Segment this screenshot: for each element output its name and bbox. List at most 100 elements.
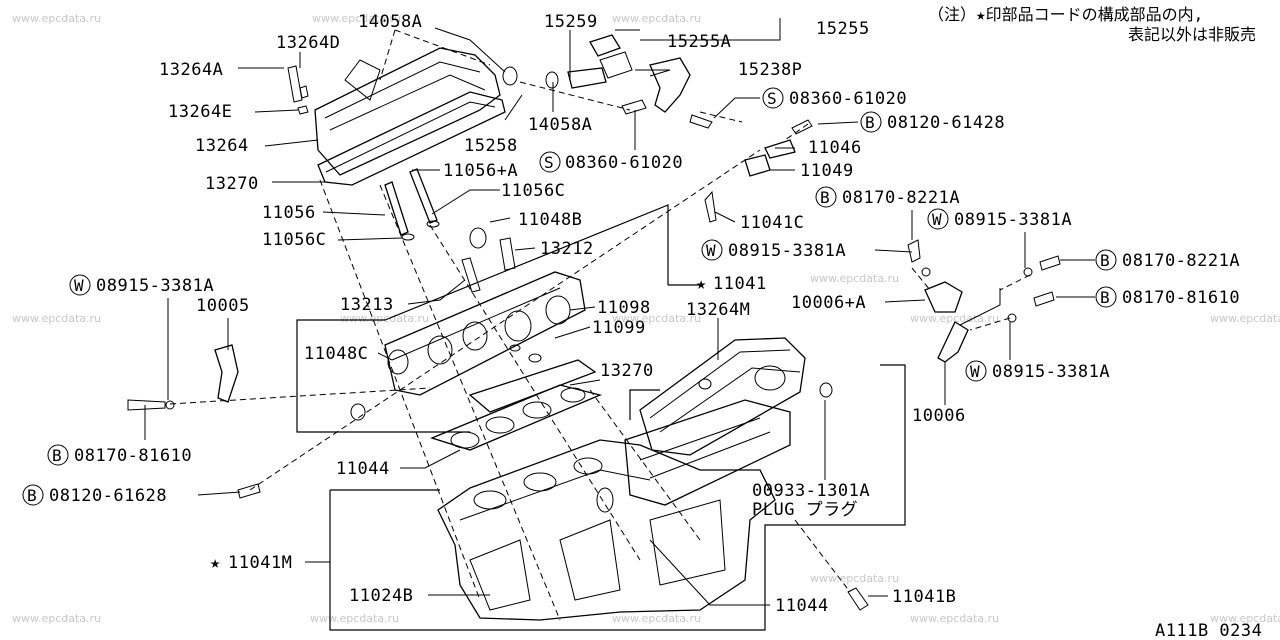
- box-11041: [296, 204, 669, 433]
- part-labels: 14058A 15259 15255 15255A 13264D 13264A …: [49, 12, 1240, 616]
- marker-b: [1095, 286, 1117, 308]
- label-11044-left: 11044: [336, 459, 390, 479]
- bracket-10005: [214, 344, 239, 403]
- label-11098: 11098: [597, 298, 651, 318]
- marker-b: [47, 444, 69, 466]
- label-08170-8221a-right: 08170-8221A: [1122, 251, 1240, 271]
- label-11044-bottom: 11044: [775, 596, 829, 616]
- label-10006a: 10006+A: [791, 293, 866, 313]
- label-11041c: 11041C: [740, 213, 804, 233]
- label-08170-8221a-top: 08170-8221A: [842, 188, 960, 208]
- label-15259: 15259: [544, 12, 598, 32]
- marker-b: [1095, 249, 1117, 271]
- marker-w-glyph: W: [706, 241, 716, 260]
- star-icon: ★: [696, 274, 707, 294]
- box-11041m: [329, 364, 906, 631]
- watermark: www.epcdata.ru: [612, 312, 701, 325]
- label-08360-61020-mid: 08360-61020: [565, 153, 683, 173]
- label-14058a-bottom: 14058A: [528, 115, 592, 135]
- diagram-code: A111B 0234: [1155, 621, 1262, 640]
- label-11099: 11099: [592, 318, 646, 338]
- label-08915-3381a-top: 08915-3381A: [954, 210, 1072, 230]
- label-11048b: 11048B: [518, 210, 582, 230]
- marker-b-glyph: B: [27, 486, 37, 505]
- label-15258: 15258: [464, 136, 518, 156]
- label-11056c: 11056C: [501, 181, 565, 201]
- marker-w-glyph: W: [74, 276, 84, 295]
- label-08915-3381a-left: 08915-3381A: [96, 276, 214, 296]
- label-08120-61428: 08120-61428: [887, 113, 1005, 133]
- label-13270-mid: 13270: [600, 361, 654, 381]
- watermark-layer: www.epcdata.ru www.epcdata.ru www.epcdat…: [12, 12, 1280, 625]
- label-11041: 11041: [713, 274, 767, 294]
- marker-w: [927, 208, 949, 230]
- label-14058a: 14058A: [358, 12, 422, 32]
- head-gasket-upper: [468, 359, 597, 413]
- marker-w: [965, 360, 987, 382]
- label-13264: 13264: [195, 136, 249, 156]
- label-08120-61628: 08120-61628: [49, 486, 167, 506]
- watermark: www.epcdata.ru: [312, 12, 401, 25]
- watermark: www.epcdata.ru: [1210, 312, 1280, 325]
- label-13212: 13212: [540, 239, 594, 259]
- bolt: [127, 399, 166, 411]
- label-13264m: 13264M: [686, 300, 750, 320]
- label-11056a: 11056+A: [443, 161, 518, 181]
- watermark: www.epcdata.ru: [910, 612, 999, 625]
- label-00933-1301a: 00933-1301A: [752, 481, 870, 501]
- watermark: www.epcdata.ru: [340, 312, 429, 325]
- note-line-2: 表記以外は非販売: [1128, 25, 1256, 44]
- alignment-lines: [169, 29, 1031, 621]
- label-08360-61020-top: 08360-61020: [789, 89, 907, 109]
- marker-b-glyph: B: [1100, 288, 1110, 307]
- label-11041b: 11041B: [892, 587, 956, 607]
- head-bolt: [384, 181, 409, 236]
- marker-b-glyph: B: [1100, 251, 1110, 270]
- bracket-10006: [937, 321, 969, 363]
- head-gasket-lower: [430, 384, 603, 451]
- watermark: www.epcdata.ru: [612, 612, 701, 625]
- leader-lines: [144, 18, 1095, 606]
- label-13264d: 13264D: [276, 33, 340, 53]
- group-boxes: [296, 204, 906, 631]
- marker-s-glyph: S: [544, 153, 554, 172]
- label-11049: 11049: [800, 161, 854, 181]
- label-15238p: 15238P: [738, 60, 802, 80]
- marker-w: [69, 274, 91, 296]
- label-11048c: 11048C: [304, 344, 368, 364]
- marker-b-glyph: B: [820, 188, 830, 207]
- marker-b: [815, 186, 837, 208]
- label-08170-81610-right: 08170-81610: [1122, 288, 1240, 308]
- label-10005: 10005: [196, 296, 250, 316]
- watermark: www.epcdata.ru: [810, 572, 899, 585]
- cap-11046: [764, 139, 796, 159]
- marker-b-glyph: B: [865, 113, 875, 132]
- watermark: www.epcdata.ru: [12, 12, 101, 25]
- watermark: www.epcdata.ru: [910, 312, 999, 325]
- label-plug: PLUG プラグ: [752, 500, 858, 520]
- label-13264e: 13264E: [168, 102, 232, 122]
- label-11046: 11046: [808, 138, 862, 158]
- bracket-15238p: [649, 57, 691, 113]
- marker-b-glyph: B: [52, 446, 62, 465]
- watermark: www.epcdata.ru: [12, 312, 101, 325]
- label-13270: 13270: [205, 174, 259, 194]
- marker-s-glyph: S: [767, 89, 777, 108]
- bracket-10006a: [924, 281, 963, 313]
- label-15255: 15255: [816, 19, 870, 39]
- marker-w: [701, 239, 723, 261]
- label-13213: 13213: [340, 295, 394, 315]
- label-11024b: 11024B: [349, 586, 413, 606]
- oil-filler-cap: [589, 34, 621, 57]
- watermark: www.epcdata.ru: [12, 612, 101, 625]
- cylinder-head-right: [624, 399, 791, 506]
- cylinder-block: [437, 439, 776, 621]
- star-icon: ★: [210, 553, 221, 573]
- label-11056c-left: 11056C: [262, 230, 326, 250]
- note-line-1: （注）★印部品コードの構成部品の内,: [928, 5, 1203, 24]
- marker-s: [762, 87, 784, 109]
- label-11056: 11056: [262, 203, 316, 223]
- watermark: www.epcdata.ru: [810, 272, 899, 285]
